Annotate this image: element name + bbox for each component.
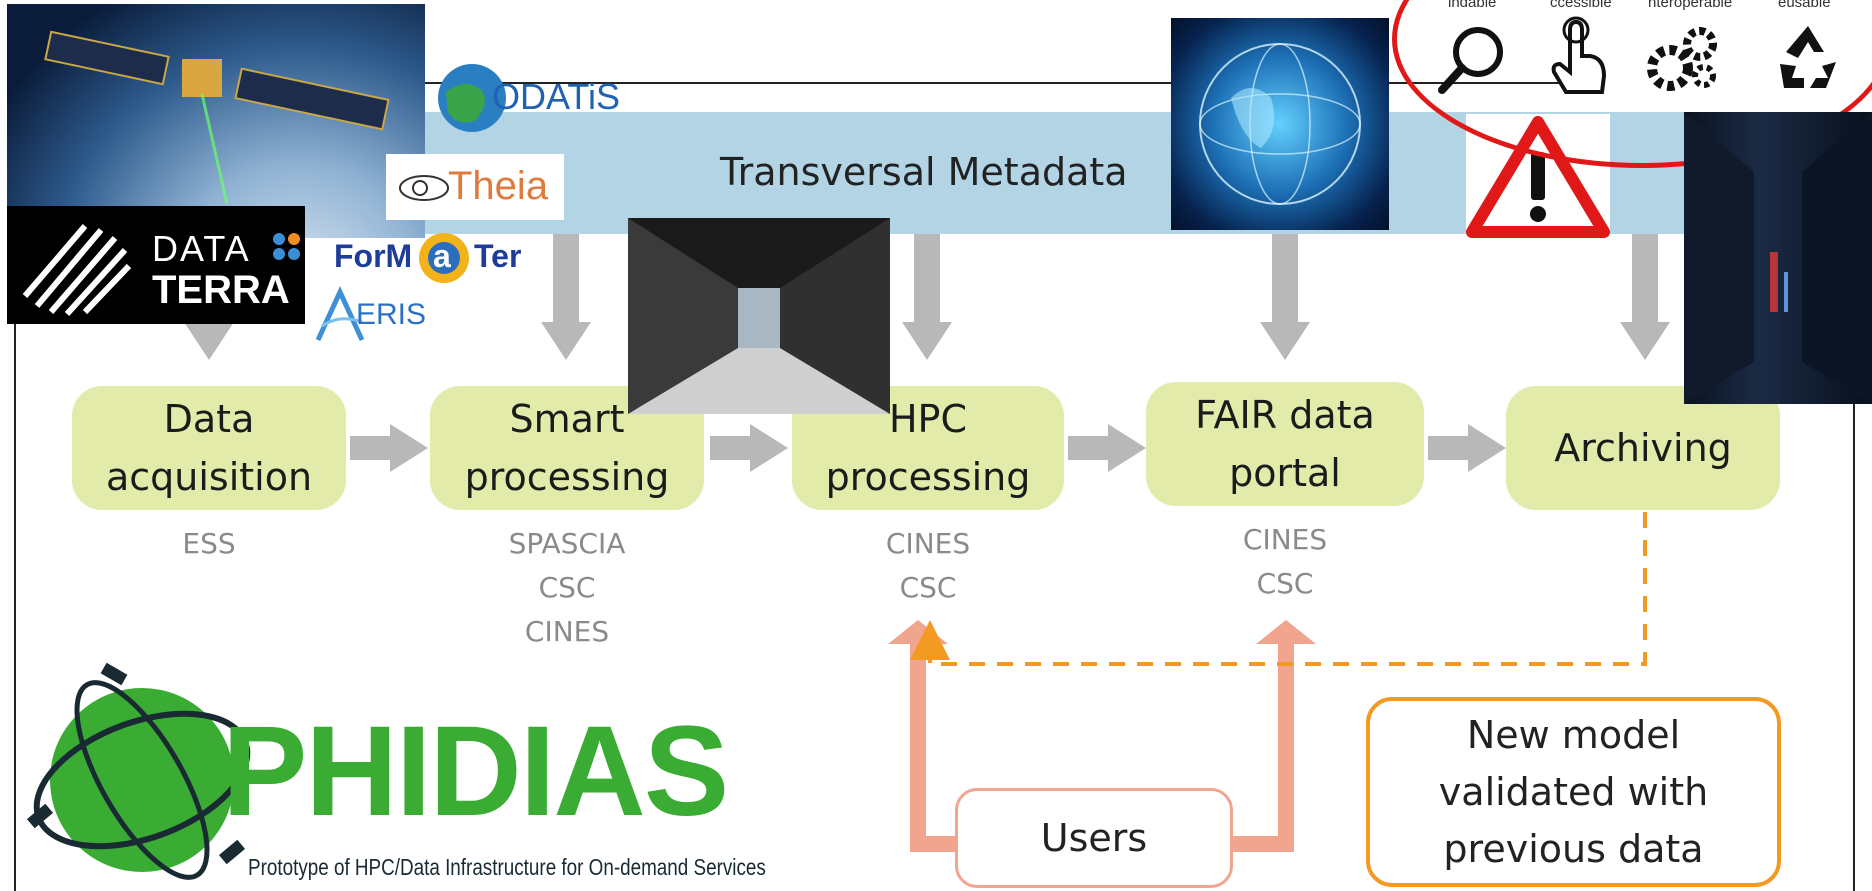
- data-terra-line1: DATA: [152, 228, 251, 269]
- datacenter-photo: [1684, 112, 1872, 404]
- down-arrow-2: [541, 234, 591, 360]
- down-arrow-4: [1260, 234, 1310, 360]
- odatis-label: ODATiS: [492, 76, 621, 117]
- frame-top-line: [380, 82, 1560, 84]
- stage-fair-data-portal: FAIR data portal: [1146, 382, 1424, 506]
- data-terra-stripes-icon: [22, 224, 132, 317]
- fair-icons: indable ccessible nteroperable eusable: [1420, 0, 1870, 100]
- fair-label-reusable: eusable: [1778, 0, 1831, 11]
- fair-label-accessible: ccessible: [1550, 0, 1612, 11]
- new-model-line: validated with: [1438, 769, 1709, 814]
- stage-label-line: FAIR data: [1195, 393, 1375, 437]
- odatis-logo: ODATiS: [436, 62, 626, 136]
- org-label: CINES: [885, 527, 971, 560]
- aeris-logo: ERIS: [312, 286, 442, 346]
- new-model-line: New model: [1466, 712, 1681, 757]
- stage-label-line: processing: [464, 455, 670, 499]
- org-label: CSC: [899, 571, 957, 604]
- down-arrow-5: [1620, 234, 1670, 360]
- new-model-line: previous data: [1443, 826, 1704, 871]
- orgs-smart-processing: SPASCIA CSC CINES: [430, 522, 704, 654]
- right-arrow-1: [350, 424, 428, 472]
- orgs-fair-data-portal: CINES CSC: [1146, 518, 1424, 606]
- magnifier-icon: [1438, 27, 1503, 94]
- formater-logo: ForM a Ter: [334, 228, 532, 288]
- right-arrow-2: [710, 424, 788, 472]
- phidias-globe-icon: [26, 662, 251, 880]
- org-label: SPASCIA: [508, 527, 626, 560]
- stage-label-line: processing: [825, 455, 1031, 499]
- theia-logo: Theia: [386, 154, 564, 220]
- right-arrow-4: [1428, 424, 1506, 472]
- stage-label-line: HPC: [888, 397, 967, 441]
- phidias-subtitle: Prototype of HPC/Data Infrastructure for…: [248, 854, 766, 880]
- stage-archiving: Archiving: [1506, 386, 1780, 510]
- users-to-hpc-arrow: [888, 620, 958, 852]
- stage-label-line: acquisition: [105, 455, 313, 499]
- phidias-satellite-icons: [26, 662, 246, 865]
- data-terra-line2: TERRA: [152, 268, 290, 312]
- org-label: CINES: [524, 615, 610, 648]
- users-to-fair-arrow: [1230, 620, 1316, 852]
- org-label: CINES: [1242, 523, 1328, 556]
- users-box: Users: [955, 788, 1233, 888]
- stage-label-line: Smart: [509, 397, 625, 441]
- metadata-band-label: Transversal Metadata: [720, 150, 1128, 194]
- phidias-logo: PHIDIAS Prototype of HPC/Data Infrastruc…: [22, 660, 782, 891]
- touch-hand-icon: [1551, 16, 1607, 94]
- orgs-hpc-processing: CINES CSC: [792, 522, 1064, 610]
- org-label: CSC: [538, 571, 596, 604]
- satellite-icon: [44, 30, 390, 131]
- satellite-photo: [7, 4, 425, 238]
- gears-icon: [1647, 27, 1717, 91]
- stage-label-line: Archiving: [1554, 426, 1732, 470]
- eye-icon: [399, 175, 449, 201]
- fair-label-findable: indable: [1448, 0, 1497, 11]
- formater-part2: Ter: [474, 238, 522, 274]
- frame-left-line: [14, 270, 16, 891]
- data-terra-logo: DATA TERRA: [7, 206, 305, 324]
- right-arrow-3: [1068, 424, 1146, 472]
- frame-right-line: [1853, 380, 1855, 891]
- warning-triangle-icon: [1466, 116, 1610, 238]
- network-globe-image: [1171, 18, 1389, 230]
- org-label: CSC: [1256, 567, 1314, 600]
- phidias-title: PHIDIAS: [222, 700, 729, 843]
- recycle-icon: [1780, 26, 1836, 88]
- data-terra-dots-icon: [273, 233, 300, 260]
- org-label: ESS: [182, 527, 236, 560]
- stage-data-acquisition: Data acquisition: [72, 386, 346, 510]
- new-model-box: New model validated with previous data: [1366, 697, 1781, 887]
- stage-label-line: portal: [1229, 451, 1341, 495]
- theia-label: Theia: [448, 164, 549, 208]
- feedback-dashed-line: [910, 512, 1647, 666]
- aeris-label: ERIS: [356, 298, 427, 331]
- aeris-a-icon: [315, 286, 365, 342]
- fair-label-interoperable: nteroperable: [1648, 0, 1733, 11]
- formater-at: a: [433, 238, 451, 274]
- formater-part1: ForM: [334, 238, 413, 274]
- stage-label-line: Data: [163, 397, 255, 441]
- formater-at-icon: [419, 233, 469, 283]
- stage-hpc-processing: HPC processing: [792, 386, 1064, 510]
- server-room-photo: [628, 218, 890, 414]
- orgs-data-acquisition: ESS: [72, 522, 346, 566]
- down-arrow-3: [902, 234, 952, 360]
